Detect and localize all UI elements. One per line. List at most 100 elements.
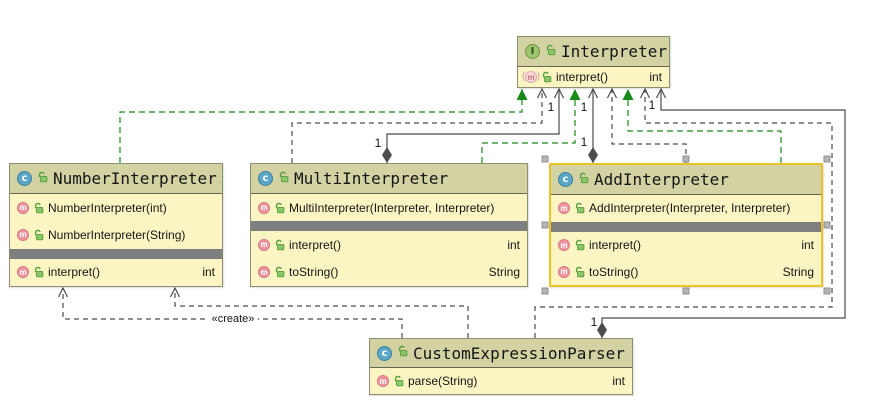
selection-handle[interactable]: [541, 287, 549, 295]
method-icon: m: [17, 228, 29, 241]
multiplicity-label: 1: [374, 136, 382, 150]
edge-aggregation-multi[interactable]: [382, 87, 565, 163]
class-body: m parse(String) int: [370, 368, 632, 394]
multiplicity-label: 1: [648, 98, 656, 112]
selection-handle[interactable]: [682, 287, 690, 295]
class-header[interactable]: I Interpreter: [518, 37, 669, 67]
class-header[interactable]: c CustomExpressionParser: [370, 339, 632, 368]
method-icon: m: [558, 239, 570, 251]
member-return-type: int: [801, 238, 814, 252]
selection-handle[interactable]: [541, 155, 549, 163]
class-title: AddInterpreter: [594, 170, 729, 189]
open-arrowhead: [536, 87, 548, 99]
open-arrowhead: [606, 87, 618, 99]
edge-dependency-multi[interactable]: [291, 87, 548, 163]
class-node-number-interpreter[interactable]: c NumberInterpreter m NumberInterpreter(i…: [9, 163, 223, 287]
lock-icon: [575, 266, 585, 277]
multiplicity-label: 1: [580, 135, 588, 149]
member-row[interactable]: m interpret() int: [551, 232, 821, 259]
abstract-method-icon: m: [522, 71, 540, 83]
lock-icon: [394, 375, 404, 387]
multiplicity-label: 1: [547, 100, 555, 114]
member-row[interactable]: m parse(String) int: [370, 368, 632, 394]
class-node-multi-interpreter[interactable]: c MultiInterpreter m MultiInterpreter(Int…: [250, 163, 528, 287]
lock-icon: [542, 71, 552, 83]
selection-handle[interactable]: [823, 221, 831, 229]
class-title: NumberInterpreter: [53, 169, 217, 188]
open-arrowhead: [553, 87, 565, 99]
class-title: Interpreter: [561, 42, 667, 61]
method-icon: m: [377, 375, 389, 387]
member-return-type: int: [649, 70, 662, 84]
multiplicity-label: 1: [590, 315, 598, 329]
member-label: NumberInterpreter(int): [48, 200, 167, 215]
multiplicity-label: 1: [580, 100, 588, 114]
class-title: MultiInterpreter: [294, 169, 449, 188]
method-icon: m: [258, 201, 270, 214]
lock-icon: [575, 239, 585, 251]
edge-dependency-parser-number[interactable]: [169, 286, 469, 338]
class-icon: c: [377, 345, 392, 361]
realization-arrowhead: [516, 89, 528, 100]
method-icon: m: [258, 266, 270, 279]
lock-icon: [275, 267, 285, 278]
edge-create-parser-number[interactable]: [57, 286, 403, 338]
member-return-type: String: [488, 265, 520, 280]
edge-realization-number[interactable]: [119, 89, 528, 163]
member-label: interpret(): [589, 238, 642, 252]
selection-handle[interactable]: [682, 155, 690, 163]
selection-handle[interactable]: [823, 155, 831, 163]
member-row[interactable]: m NumberInterpreter(int): [10, 194, 222, 221]
class-header[interactable]: c NumberInterpreter: [10, 164, 222, 194]
realization-arrowhead: [569, 89, 581, 100]
member-row[interactable]: m MultiInterpreter(Interpreter, Interpret…: [251, 194, 527, 221]
class-header[interactable]: c MultiInterpreter: [251, 164, 527, 194]
class-node-custom-expression-parser[interactable]: c CustomExpressionParser m parse(String) i…: [369, 338, 633, 395]
member-label: interpret(): [48, 265, 101, 280]
class-title: CustomExpressionParser: [413, 343, 625, 363]
class-icon: c: [258, 171, 273, 186]
selection-handle[interactable]: [823, 287, 831, 295]
edge-aggregation-add[interactable]: [587, 87, 599, 163]
open-arrowhead: [57, 286, 69, 298]
method-icon: m: [558, 265, 570, 278]
member-label: toString(): [589, 264, 639, 279]
member-label: interpret(): [289, 237, 342, 252]
member-return-type: int: [612, 374, 625, 388]
open-arrowhead: [169, 286, 181, 298]
class-body: m MultiInterpreter(Interpreter, Interpret…: [251, 194, 527, 286]
edge-dependency-add[interactable]: [606, 87, 687, 163]
selection-handle[interactable]: [541, 221, 549, 229]
edge-realization-add[interactable]: [622, 89, 782, 163]
aggregation-diamond: [382, 147, 392, 163]
edge-dependency-parser-interpreter[interactable]: [534, 87, 833, 338]
lock-icon: [546, 44, 556, 55]
member-label: MultiInterpreter(Interpreter, Interprete…: [289, 200, 495, 215]
lock-icon: [34, 202, 44, 213]
realization-arrowhead: [622, 89, 634, 100]
class-header[interactable]: c AddInterpreter: [551, 165, 821, 195]
stereotype-label: «create»: [208, 313, 258, 325]
class-icon: c: [17, 171, 32, 186]
edge-aggregation-parser[interactable]: [597, 87, 846, 338]
method-icon: m: [17, 201, 29, 214]
edge-realization-multi[interactable]: [481, 89, 581, 163]
members-separator: [251, 221, 527, 232]
aggregation-diamond: [597, 322, 607, 338]
member-label: parse(String): [408, 374, 478, 388]
lock-icon: [579, 172, 589, 183]
